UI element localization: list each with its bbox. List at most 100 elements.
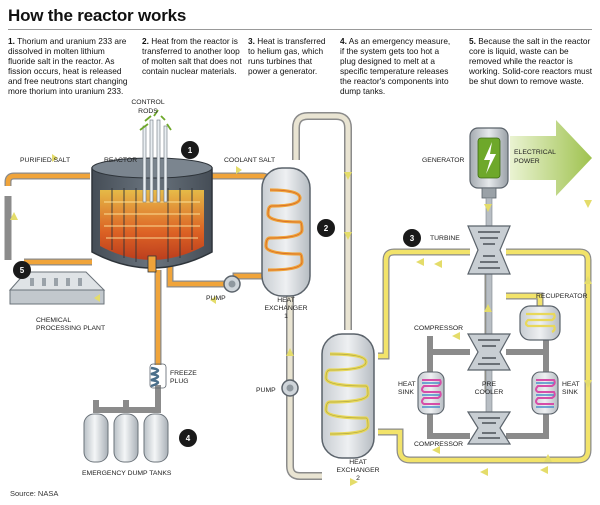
label-chemical: CHEMICAL bbox=[36, 317, 71, 324]
source-credit: Source: NASA bbox=[10, 489, 59, 498]
svg-text:3: 3 bbox=[410, 234, 415, 243]
reactor-vessel bbox=[91, 157, 213, 273]
label-coolant-salt: COOLANT SALT bbox=[224, 157, 275, 164]
step-4-text: 4. As an emergency measure, if the syste… bbox=[340, 36, 452, 96]
flow-arrows bbox=[10, 154, 592, 486]
label-hx1-line1: HEAT bbox=[277, 297, 295, 304]
flow-arrow bbox=[452, 332, 460, 340]
label-purified-salt: PURIFIED SALT bbox=[20, 157, 70, 164]
heat-sink-right bbox=[531, 371, 559, 415]
step-3-text: 3. Heat is transferred to helium gas, wh… bbox=[248, 36, 328, 76]
turbine bbox=[467, 225, 511, 275]
flow-arrow bbox=[344, 172, 352, 180]
label-heat-sink-right-1: HEAT bbox=[562, 381, 580, 388]
flow-arrow bbox=[236, 166, 242, 174]
step-4-body: As an emergency measure, if the system g… bbox=[340, 36, 451, 96]
pump-1 bbox=[223, 275, 241, 293]
flow-arrow bbox=[10, 212, 18, 220]
recuperator bbox=[519, 305, 561, 341]
flow-arrow bbox=[52, 154, 58, 162]
label-compressor-top: COMPRESSOR bbox=[414, 325, 463, 332]
step-1-text: 1. Thorium and uranium 233 are dissolved… bbox=[8, 36, 134, 96]
flow-arrow bbox=[484, 204, 492, 212]
label-hx2-line3: 2 bbox=[356, 475, 360, 482]
coolant-salt-loop bbox=[286, 112, 352, 480]
step-5-number: 5. bbox=[469, 36, 476, 46]
label-pump-1: PUMP bbox=[206, 295, 226, 302]
step-1-body: Thorium and uranium 233 are dissolved in… bbox=[8, 36, 128, 96]
label-hx1-line3: 1 bbox=[284, 313, 288, 320]
label-heat-sink-left-1: HEAT bbox=[398, 381, 416, 388]
svg-text:2: 2 bbox=[324, 224, 329, 233]
flow-arrow bbox=[540, 466, 548, 474]
label-reactor: REACTOR bbox=[104, 157, 137, 164]
step-4-number: 4. bbox=[340, 36, 347, 46]
label-heat-sink-left-2: SINK bbox=[398, 389, 414, 396]
title-divider bbox=[8, 29, 592, 30]
label-hx1-line2: EXCHANGER bbox=[264, 305, 307, 312]
label-recuperator: RECUPERATOR bbox=[536, 293, 588, 300]
svg-text:5: 5 bbox=[20, 266, 25, 275]
step-2-number: 2. bbox=[142, 36, 149, 46]
compressor-bottom bbox=[466, 411, 512, 445]
flow-arrow bbox=[94, 294, 100, 302]
label-hx2-line1: HEAT bbox=[349, 459, 367, 466]
flow-arrow bbox=[584, 276, 592, 284]
flow-arrow bbox=[286, 348, 294, 356]
chemical-processing-plant bbox=[8, 271, 106, 305]
label-electrical: ELECTRICAL bbox=[514, 149, 556, 156]
flow-arrow bbox=[544, 454, 552, 462]
step-badge-4: 4 bbox=[179, 429, 197, 447]
step-3-body: Heat is transferred to helium gas, which… bbox=[248, 36, 326, 76]
control-rods bbox=[139, 109, 172, 203]
step-3-number: 3. bbox=[248, 36, 255, 46]
heat-exchanger-1 bbox=[261, 167, 311, 297]
step-2-body: Heat from the reactor is transferred to … bbox=[142, 36, 242, 76]
reactor-core bbox=[100, 190, 204, 260]
label-generator: GENERATOR bbox=[422, 157, 465, 164]
label-dump-tanks: EMERGENCY DUMP TANKS bbox=[82, 470, 172, 477]
compressor-top bbox=[466, 333, 512, 371]
label-freeze: FREEZE bbox=[170, 370, 197, 377]
step-1-number: 1. bbox=[8, 36, 15, 46]
label-power: POWER bbox=[514, 158, 540, 165]
step-badge-3: 3 bbox=[403, 229, 421, 247]
step-badge-2: 2 bbox=[317, 219, 335, 237]
label-plug: PLUG bbox=[170, 378, 189, 385]
flow-arrow bbox=[484, 304, 492, 312]
label-compressor-bottom: COMPRESSOR bbox=[414, 441, 463, 448]
label-precooler-1: PRE bbox=[482, 381, 496, 388]
label-control-rods: CONTROL bbox=[131, 99, 164, 106]
flow-arrow bbox=[432, 446, 440, 454]
electrical-power-arrow bbox=[510, 120, 592, 196]
label-processing-plant: PROCESSING PLANT bbox=[36, 325, 105, 332]
flow-arrow bbox=[584, 380, 592, 388]
flow-arrow bbox=[480, 468, 488, 476]
step-badge-5: 5 bbox=[13, 261, 31, 279]
generator bbox=[469, 127, 509, 199]
label-turbine: TURBINE bbox=[430, 235, 460, 242]
emergency-dump-tanks bbox=[83, 413, 169, 463]
heat-sink-left bbox=[417, 371, 445, 415]
flow-arrow bbox=[416, 258, 424, 266]
label-hx2-line2: EXCHANGER bbox=[336, 467, 379, 474]
pump-2 bbox=[281, 379, 299, 397]
flow-arrow bbox=[350, 478, 358, 486]
step-5-body: Because the salt in the reactor core is … bbox=[469, 36, 593, 86]
svg-text:4: 4 bbox=[186, 434, 191, 443]
lightning-icon bbox=[484, 142, 496, 174]
step-2-text: 2. Heat from the reactor is transferred … bbox=[142, 36, 242, 76]
label-control-rods-2: RODS bbox=[138, 108, 158, 115]
flow-arrow bbox=[344, 232, 352, 240]
svg-text:1: 1 bbox=[188, 146, 193, 155]
label-precooler-2: COOLER bbox=[475, 389, 504, 396]
page-title: How the reactor works bbox=[8, 6, 187, 25]
label-heat-sink-right-2: SINK bbox=[562, 389, 578, 396]
flow-arrow bbox=[210, 296, 216, 304]
label-pump-2: PUMP bbox=[256, 387, 276, 394]
flow-arrow bbox=[584, 200, 592, 208]
flow-arrow bbox=[434, 260, 442, 268]
heat-exchanger-2 bbox=[321, 333, 375, 459]
